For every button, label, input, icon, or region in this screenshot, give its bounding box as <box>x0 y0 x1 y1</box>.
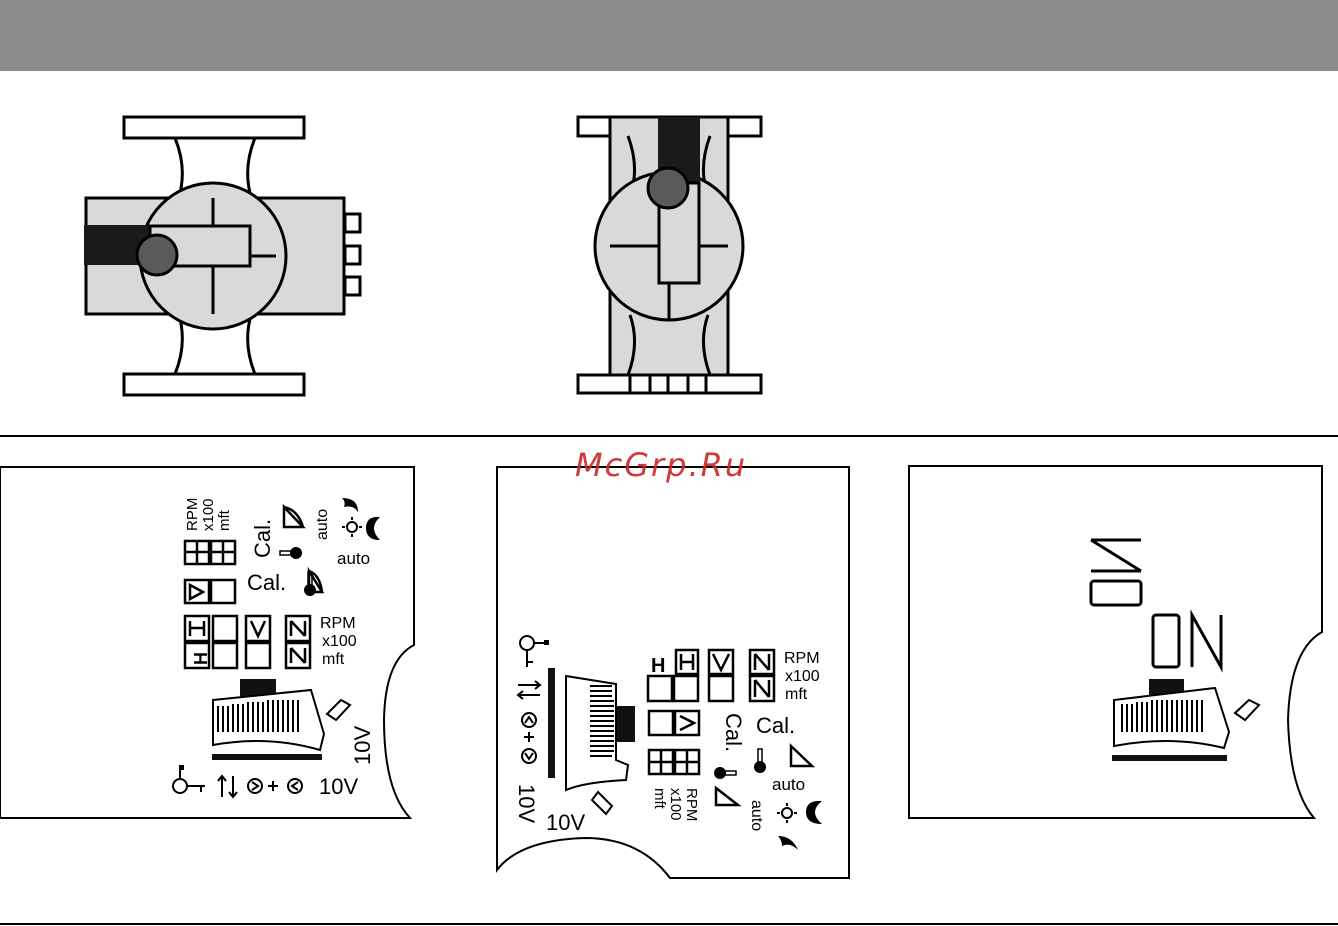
display-middle-rpm: RPM <box>784 650 820 667</box>
display-middle-10v: 10V <box>546 810 585 835</box>
display-left-10v-vertical: 10V <box>350 726 375 765</box>
display-left-mft-top: mft <box>216 509 233 531</box>
display-middle-x100: x100 <box>785 668 820 685</box>
display-left-auto: auto <box>337 549 370 568</box>
display-left-x100-top: x100 <box>200 498 217 531</box>
display-panel-right <box>909 466 1322 818</box>
display-left-h-label: H <box>191 652 211 665</box>
display-left-cal: Cal. <box>247 570 286 595</box>
display-middle-cal: Cal. <box>756 713 795 738</box>
display-middle-cal-vertical: Cal. <box>721 713 746 752</box>
display-left-rpm: RPM <box>320 615 356 632</box>
display-middle-mft-vertical: mft <box>651 788 668 810</box>
display-middle-x100-vertical: x100 <box>667 788 684 821</box>
display-left-mft: mft <box>322 651 345 668</box>
pump-vertical-drawing <box>578 117 761 393</box>
display-middle-mft: mft <box>785 686 808 703</box>
display-left-cal-vertical: Cal. <box>250 519 275 558</box>
display-middle-h-label: H <box>651 655 665 677</box>
display-middle-rpm-vertical: RPM <box>683 788 700 821</box>
display-left-x100: x100 <box>322 633 357 650</box>
pump-horizontal-drawing <box>84 117 360 395</box>
display-middle-10v-vertical: 10V <box>514 784 539 823</box>
display-left-rpm-top: RPM <box>184 498 201 531</box>
display-middle-auto: auto <box>772 775 805 794</box>
watermark: McGrp.Ru <box>575 446 747 484</box>
display-left-auto-vertical: auto <box>314 509 331 540</box>
display-left-10v: 10V <box>319 774 358 799</box>
display-middle-auto-vertical: auto <box>748 800 765 831</box>
